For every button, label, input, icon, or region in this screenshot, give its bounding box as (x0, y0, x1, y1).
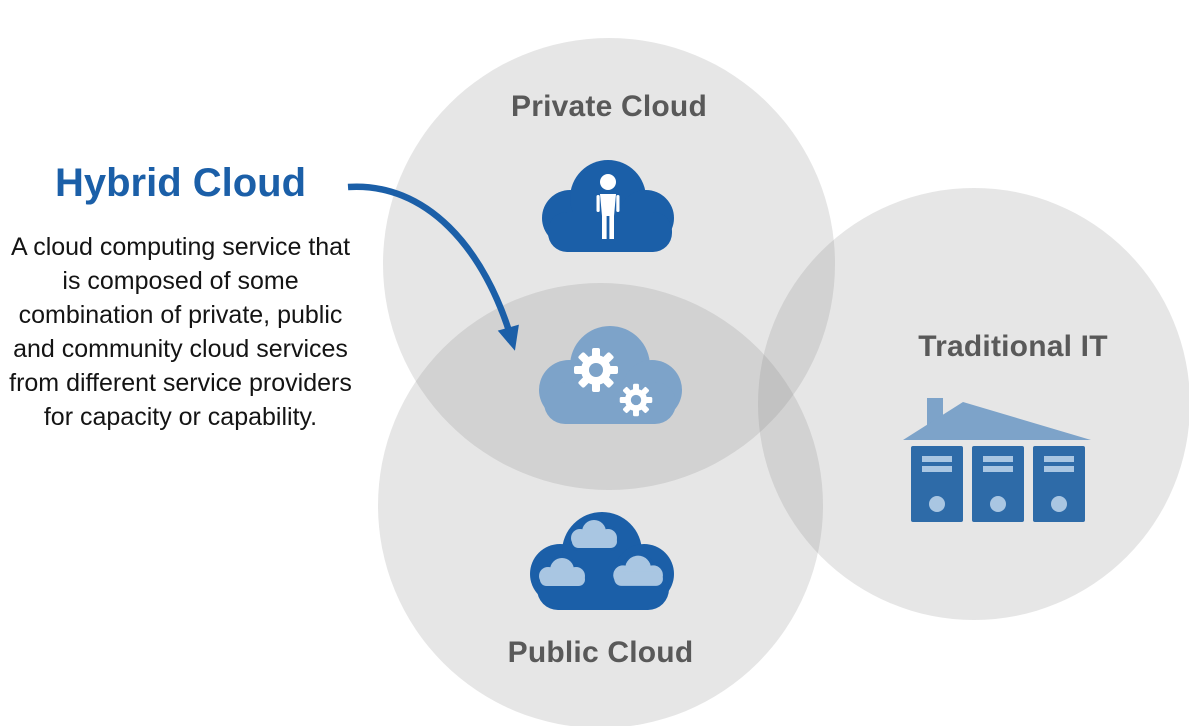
mini-cloud-icon (536, 555, 588, 589)
mini-cloud-icon (568, 517, 620, 551)
hybrid-cloud-description: A cloud computing service that is compos… (9, 233, 352, 431)
cloud-of-clouds-icon (530, 512, 674, 610)
roof-shape (903, 402, 1091, 440)
private-cloud-label: Private Cloud (511, 90, 707, 123)
public-cloud-label: Public Cloud (507, 636, 694, 669)
traditional-it-circle (758, 188, 1189, 620)
gear-icon (574, 348, 618, 392)
cloud-with-person-icon (542, 160, 674, 252)
person-icon (596, 174, 620, 239)
server-tower-icon (1033, 446, 1085, 522)
server-tower-icon (911, 446, 963, 522)
hybrid-cloud-title: Hybrid Cloud (54, 161, 307, 205)
curved-pointer-arrow-icon (347, 183, 519, 351)
gear-icon (619, 383, 653, 417)
servers-with-roof-icon (903, 398, 1091, 522)
server-tower-icon (972, 446, 1024, 522)
traditional-it-label: Traditional IT (918, 330, 1108, 363)
cloud-with-gears-icon (539, 326, 682, 424)
mini-cloud-icon (610, 552, 667, 590)
hybrid-cloud-text-block: Hybrid Cloud A cloud computing service t… (8, 162, 353, 434)
